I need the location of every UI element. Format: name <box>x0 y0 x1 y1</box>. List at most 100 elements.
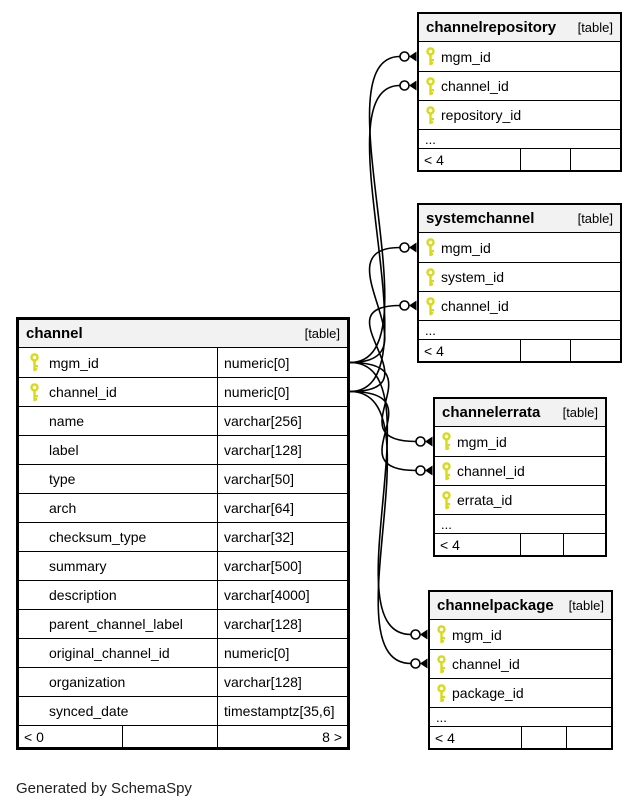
relationship-odot <box>399 80 410 91</box>
column-name: checksum_type <box>49 529 147 545</box>
key-cell <box>430 683 452 703</box>
relationship-arrowhead <box>409 300 417 311</box>
table-name[interactable]: channel <box>26 325 83 342</box>
table-footer: < 4 <box>419 148 620 170</box>
primary-key-icon <box>425 267 435 286</box>
key-cell <box>435 461 457 481</box>
table-header[interactable]: channel [table] <box>19 320 347 348</box>
column-row: channel_id <box>435 456 605 485</box>
primary-key-icon <box>441 490 451 509</box>
column-datatype: varchar[32] <box>217 523 347 551</box>
column-name: name <box>49 413 85 429</box>
footer-right-cell <box>562 534 606 555</box>
key-cell <box>419 267 441 287</box>
column-row: repository_id <box>419 100 620 129</box>
column-datatype: numeric[0] <box>217 639 347 667</box>
table-name[interactable]: systemchannel <box>426 210 535 227</box>
table-name[interactable]: channelerrata <box>442 404 541 421</box>
primary-key-icon <box>441 461 451 480</box>
column-row: errata_id <box>435 485 605 514</box>
primary-key-icon <box>436 625 446 643</box>
key-cell <box>19 382 49 402</box>
primary-key-icon <box>425 47 435 65</box>
column-datatype: varchar[128] <box>217 436 347 464</box>
key-cell <box>435 432 457 451</box>
column-name: channel_id <box>457 463 525 479</box>
relationship-odot <box>399 51 410 62</box>
table-footer: < 4 <box>435 533 605 555</box>
column-name: mgm_id <box>441 239 491 256</box>
table-header[interactable]: systemchannel [table] <box>419 205 620 233</box>
relationship-curve <box>349 390 412 665</box>
table-type-tag: [table] <box>577 211 613 226</box>
primary-key-icon <box>425 296 435 315</box>
relationship-arrowhead <box>409 242 417 253</box>
column-name: mgm_id <box>452 626 502 643</box>
column-datatype: varchar[500] <box>217 552 347 580</box>
key-cell <box>19 353 49 372</box>
column-row: channel_id <box>430 649 611 678</box>
column-name: synced_date <box>49 703 129 719</box>
column-name: mgm_id <box>49 354 99 371</box>
footer-children-count: < 0 <box>24 728 44 745</box>
column-row: mgm_id <box>430 620 611 649</box>
table-type-tag: [table] <box>562 405 598 420</box>
column-name: errata_id <box>457 492 513 508</box>
relationship-arrowhead <box>409 51 417 62</box>
column-name: system_id <box>441 269 505 285</box>
primary-key-icon <box>436 654 446 673</box>
more-columns-ellipsis: ... <box>430 707 611 726</box>
primary-key-icon <box>29 353 39 371</box>
table-header[interactable]: channelerrata [table] <box>435 399 605 427</box>
column-datatype: varchar[128] <box>217 668 347 696</box>
table-footer: < 0 8 > <box>19 725 347 747</box>
column-name: channel_id <box>441 298 509 314</box>
relationship-odot <box>399 242 410 253</box>
more-columns-ellipsis: ... <box>419 320 620 339</box>
relationship-curve <box>349 390 417 472</box>
column-name: mgm_id <box>441 48 491 65</box>
table-header[interactable]: channelrepository [table] <box>419 14 620 42</box>
table-header[interactable]: channelpackage [table] <box>430 592 611 620</box>
more-columns-ellipsis: ... <box>435 514 605 533</box>
column-row: organization varchar[128] <box>19 667 347 696</box>
relationship-curve <box>349 361 417 443</box>
column-datatype: varchar[4000] <box>217 581 347 609</box>
footer-children-count: < 4 <box>424 342 444 359</box>
footer-children-count: < 4 <box>440 536 460 553</box>
relationship-arrowhead <box>425 436 433 447</box>
relationship-curve <box>349 55 401 364</box>
table-name[interactable]: channelpackage <box>437 597 554 614</box>
column-datatype: numeric[0] <box>217 378 347 406</box>
column-name: arch <box>49 500 77 516</box>
column-name: organization <box>49 674 126 690</box>
key-cell <box>419 76 441 96</box>
column-name: summary <box>49 558 107 574</box>
table-type-tag: [table] <box>304 326 340 341</box>
column-list: mgm_id system_id channel_id... <box>419 233 620 339</box>
footer-right-cell <box>569 340 620 361</box>
footer-middle-cell <box>122 726 217 747</box>
column-row: checksum_type varchar[32] <box>19 522 347 551</box>
primary-key-icon <box>29 382 39 401</box>
table-name[interactable]: channelrepository <box>426 19 557 36</box>
column-name: label <box>49 442 79 458</box>
relationship-odot <box>415 436 426 447</box>
relationship-odot <box>410 629 421 640</box>
relationship-odot <box>410 658 421 669</box>
table-footer: < 4 <box>430 726 611 748</box>
column-row: package_id <box>430 678 611 707</box>
relationship-curve <box>349 84 401 393</box>
relationship-curve <box>349 246 401 364</box>
key-cell <box>430 654 452 674</box>
